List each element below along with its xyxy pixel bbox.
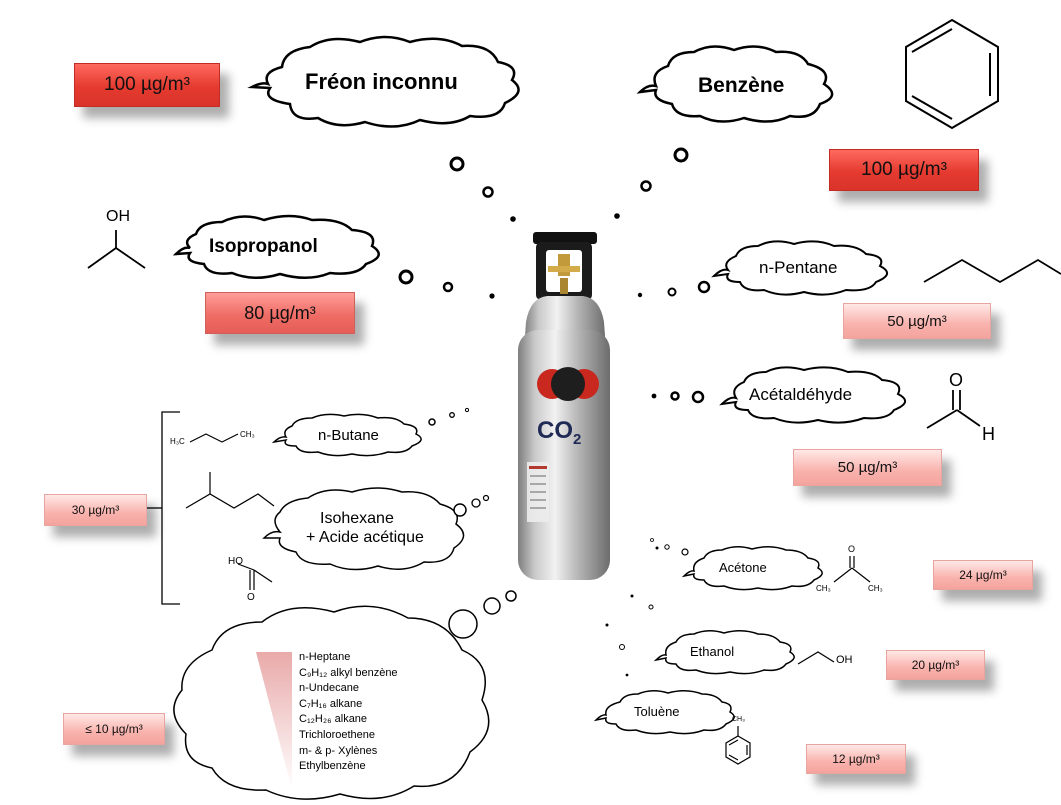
acetaldehyde-h: H (982, 424, 995, 444)
co2-text: CO (537, 417, 573, 444)
cloud-isopropanol (172, 214, 380, 279)
isopropanol-structure (87, 246, 146, 269)
toluene-concentration: 12 µg/m³ (806, 744, 906, 774)
freon-concentration: 100 µg/m³ (74, 63, 220, 107)
group-30-concentration: 30 µg/m³ (44, 494, 147, 526)
minor-item: Ethylbenzène (299, 760, 366, 773)
co2-cylinder (518, 232, 610, 580)
cloud-freon (247, 35, 520, 128)
co2-label: CO2 (537, 417, 581, 448)
isohexane-label-1: Isohexane (320, 510, 394, 527)
toluene-label: Toluène (634, 704, 680, 719)
cloud-acetone (681, 546, 823, 591)
acetic-acid-structure (237, 563, 273, 590)
toluene-structure (725, 726, 751, 765)
co2-subscript: 2 (573, 430, 582, 448)
toluene-ch3: CH₃ (732, 716, 745, 723)
ethanol-concentration: 20 µg/m³ (886, 650, 985, 680)
acetaldehyde-structure (926, 390, 981, 429)
pentane-concentration: 50 µg/m³ (843, 303, 991, 339)
benzene-structure (905, 18, 999, 130)
isopropanol-oh: OH (106, 208, 130, 225)
butane-h3c: H₃C (170, 437, 185, 446)
ethanol-oh: OH (836, 654, 853, 666)
minor-item: C₇H₁₆ alkane (299, 697, 363, 710)
minor-item: n-Undecane (299, 682, 359, 695)
acetone-structure (833, 556, 871, 583)
isohexane-label-2: + Acide acétique (306, 529, 424, 546)
ethanol-structure (797, 651, 835, 665)
minor-item: m- & p- Xylènes (299, 744, 378, 757)
cloud-butane (271, 413, 422, 457)
cloud-toluene (593, 690, 735, 735)
butane-ch3: CH₃ (240, 430, 255, 439)
cloud-pentane (711, 240, 888, 296)
isopropanol-concentration: 80 µg/m³ (205, 292, 355, 334)
minor-item: Trichloroethene (299, 728, 376, 741)
cloud-isohexane (262, 487, 465, 571)
minor-item: C₉H₁₂ alkyl benzène (299, 666, 398, 679)
minor-compound-list: n-Heptane C₉H₁₂ alkyl benzène n-Undecane… (299, 650, 398, 775)
cloud-acetaldehyde (719, 366, 906, 424)
isohexane-structure (185, 493, 275, 509)
butane-label: n-Butane (318, 427, 379, 444)
freon-label: Fréon inconnu (305, 69, 458, 94)
acetic-ho: HO (228, 556, 243, 567)
cloud-benzene (636, 45, 834, 123)
benzene-concentration: 100 µg/m³ (829, 149, 979, 191)
thought-dots (398, 147, 711, 650)
minor-item: n-Heptane (299, 651, 351, 663)
acetaldehyde-concentration: 50 µg/m³ (793, 449, 942, 486)
acetaldehyde-label: Acétaldéhyde (749, 385, 853, 404)
isopropanol-label: Isopropanol (209, 236, 318, 257)
butane-structure (189, 433, 239, 443)
acetone-ch3-right: CH₃ (868, 584, 883, 593)
cloud-minor (173, 605, 490, 800)
ethanol-label: Ethanol (690, 644, 735, 659)
gradient-triangle (256, 652, 292, 790)
pentane-label: n-Pentane (759, 258, 838, 277)
acetone-ch3-left: CH₃ (816, 584, 831, 593)
minor-item: C₁₂H₂₆ alkane (299, 713, 368, 726)
pentane-structure (923, 258, 1061, 284)
acetaldehyde-o: O (949, 370, 964, 390)
acetic-o: O (247, 592, 255, 603)
benzene-label: Benzène (698, 74, 785, 97)
acetone-concentration: 24 µg/m³ (933, 560, 1033, 590)
cloud-ethanol (653, 630, 795, 675)
thought-dots-solid (489, 213, 659, 677)
acetone-label: Acétone (719, 560, 767, 575)
acetone-o: O (848, 544, 856, 554)
minor-concentration: ≤ 10 µg/m³ (63, 713, 165, 745)
